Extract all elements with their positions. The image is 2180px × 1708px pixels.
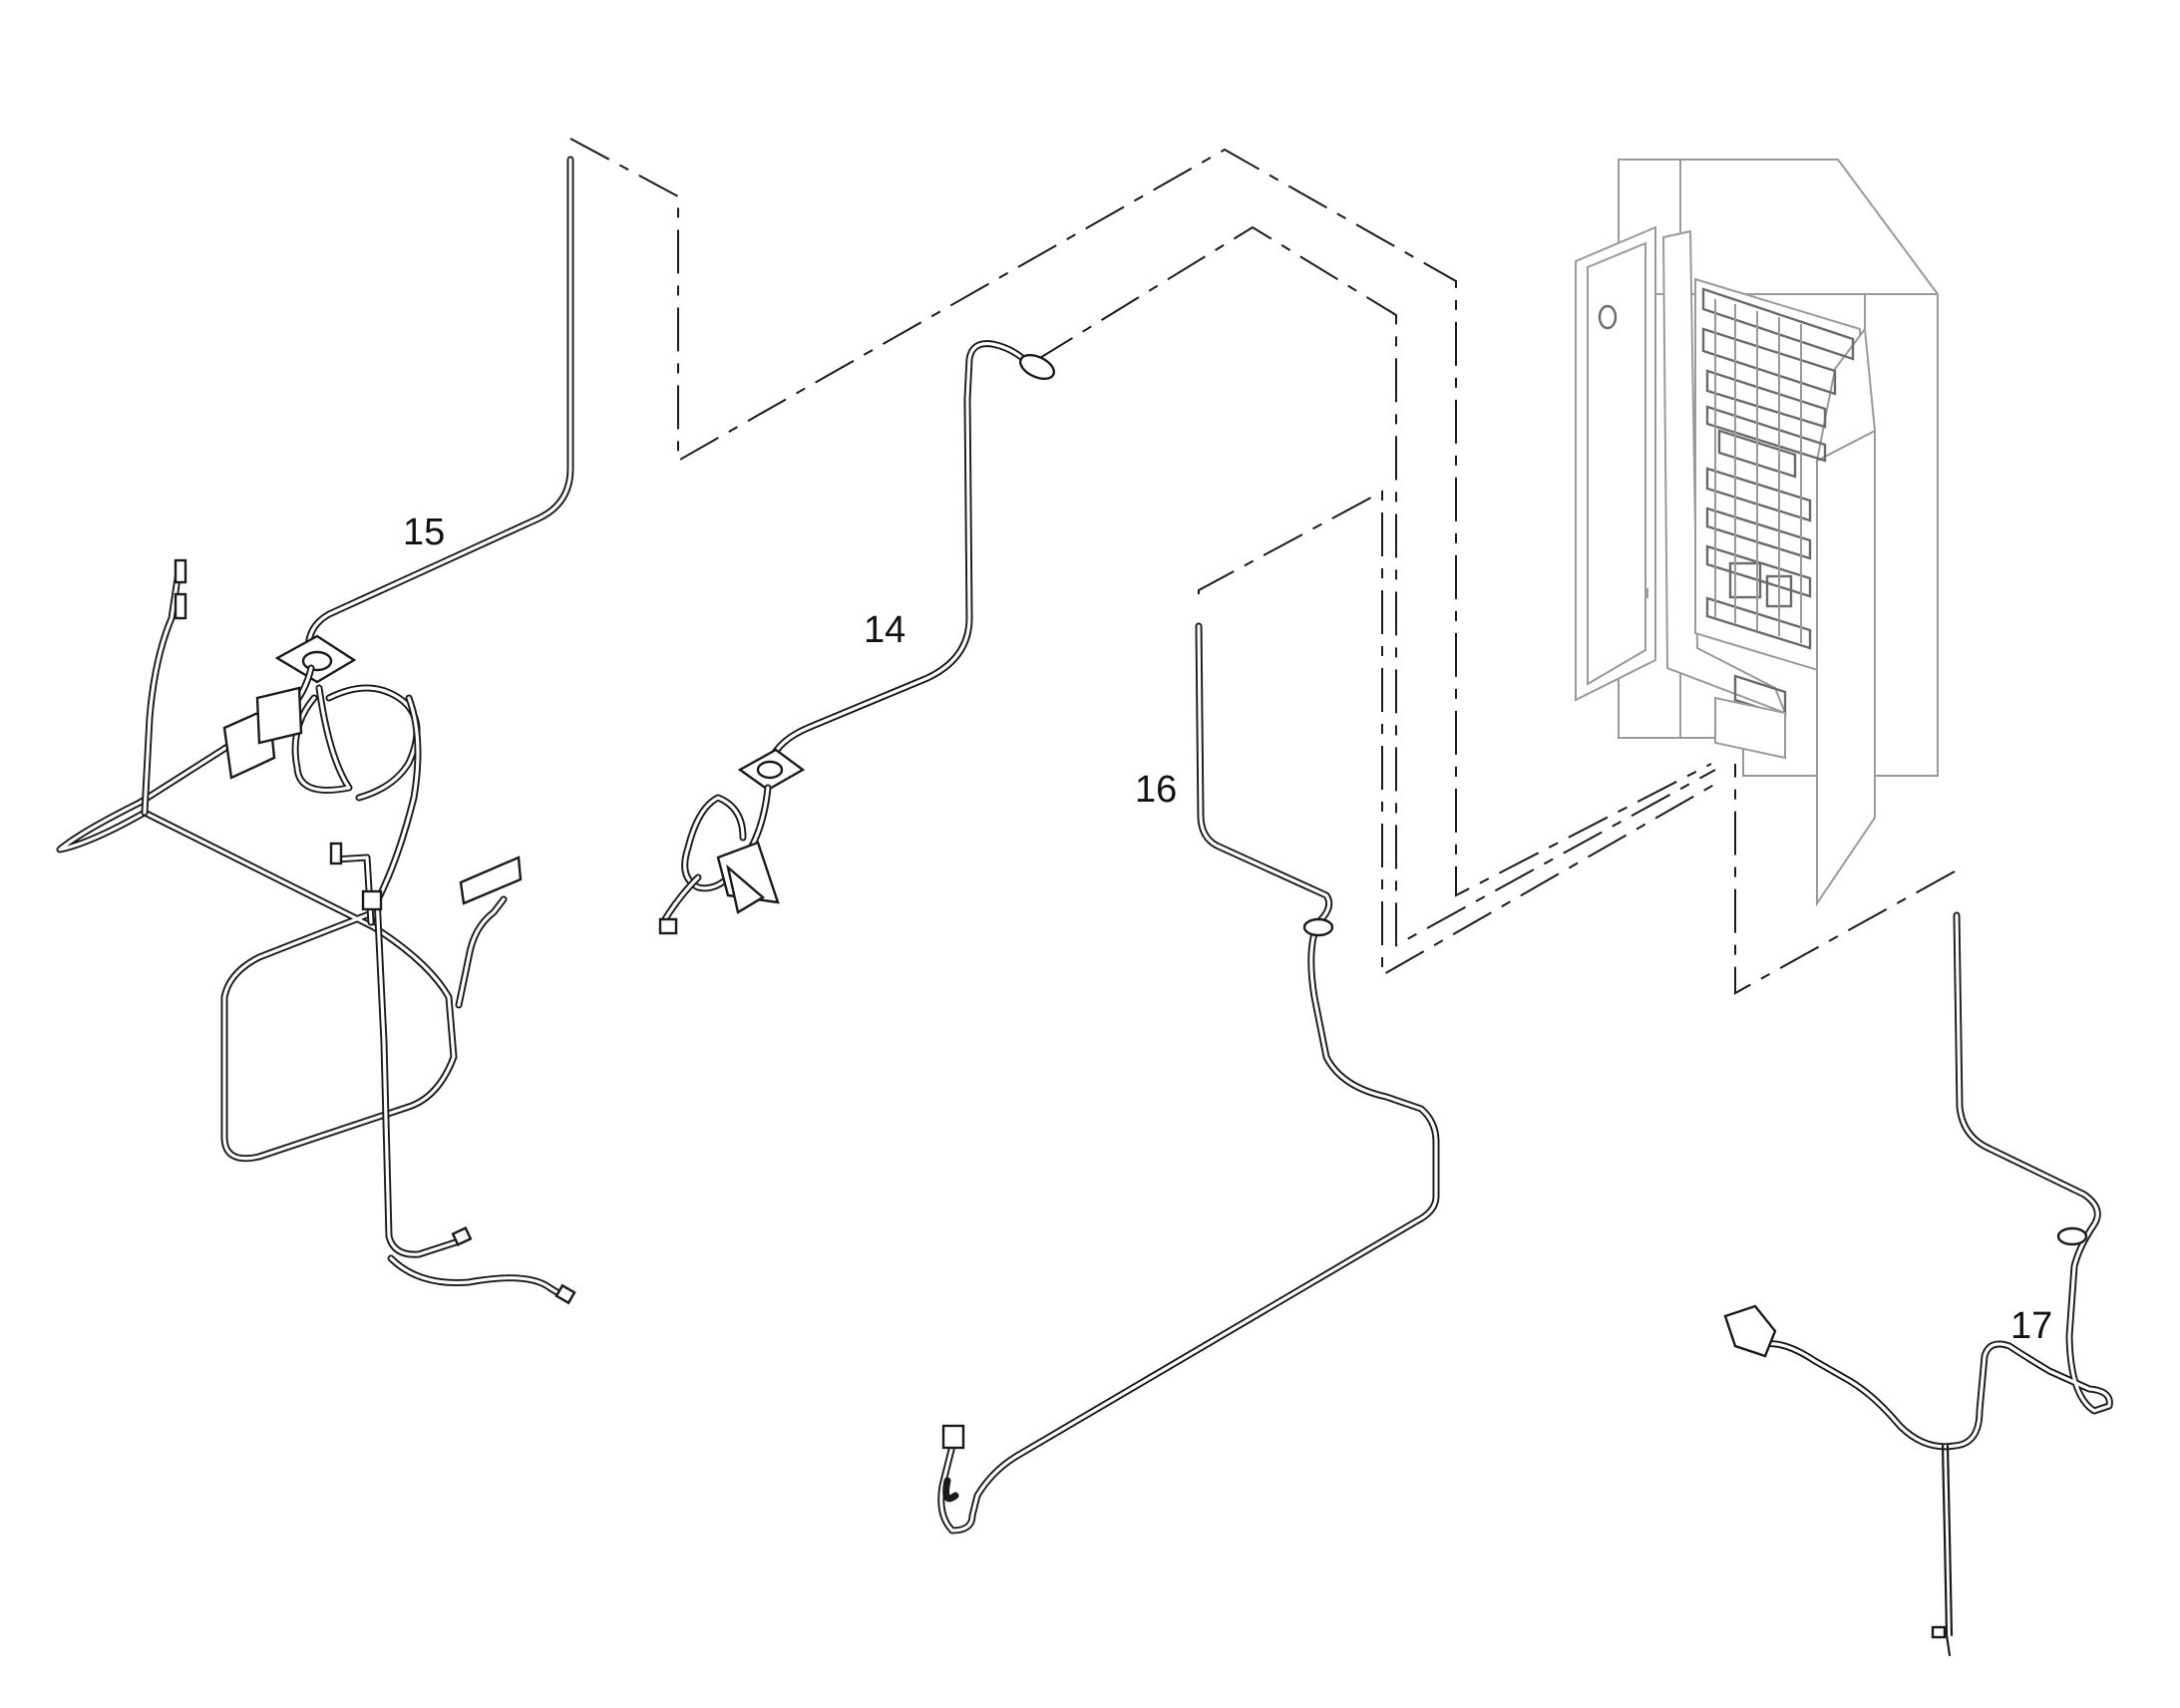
- cable-harness-16: [937, 622, 1440, 1535]
- control-cabinet: [1575, 159, 1939, 907]
- cable-harness-14: [658, 340, 1056, 935]
- terminal-rows: [1701, 287, 1855, 718]
- callout-17: 17: [2010, 1305, 2052, 1347]
- callout-14: 14: [864, 609, 906, 651]
- cable-harness-17: [1723, 911, 2113, 1657]
- callout-15: 15: [403, 512, 445, 553]
- cable-harness-15: [56, 156, 576, 1305]
- callout-16: 16: [1135, 769, 1177, 811]
- leader-lines: [569, 138, 1956, 995]
